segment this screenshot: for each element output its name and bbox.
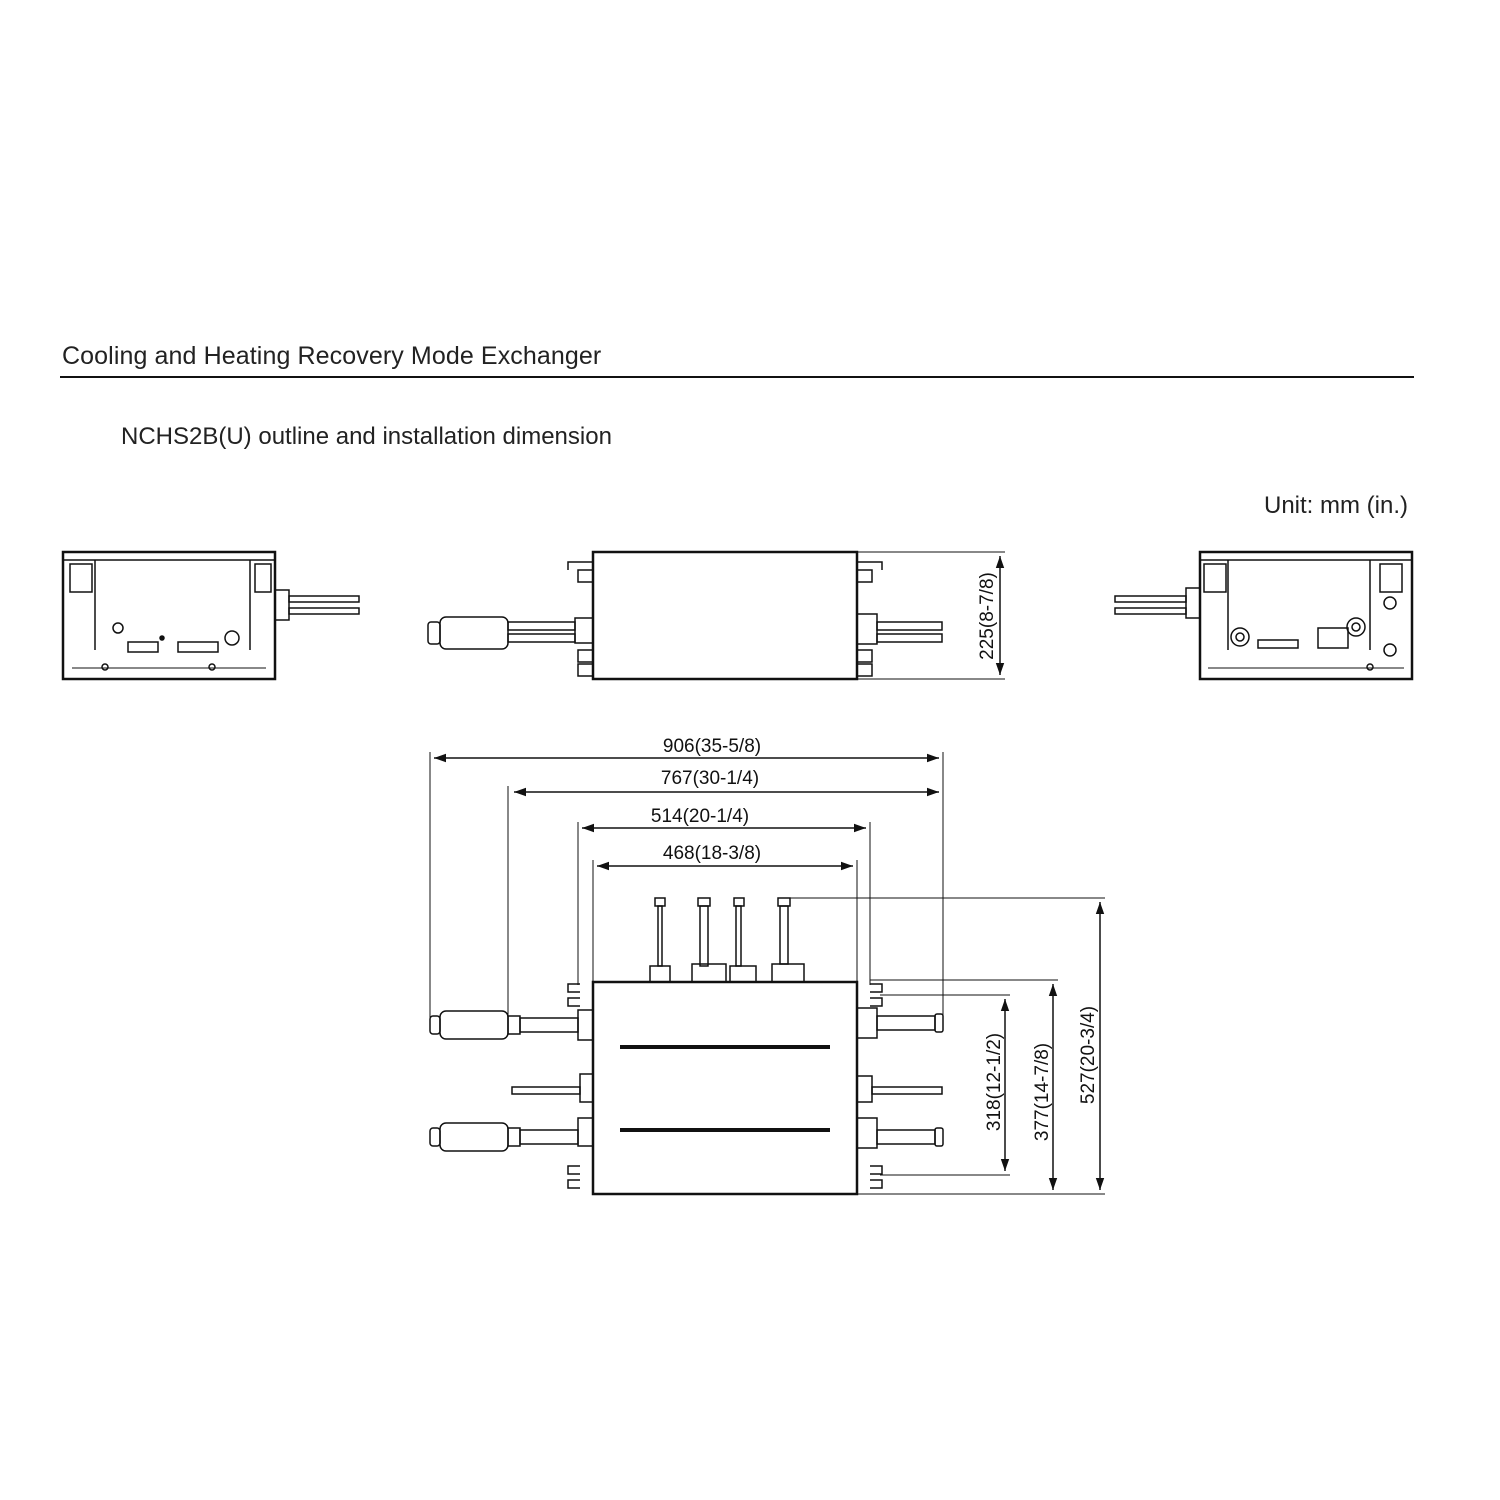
dim-767-label: 767(30-1/4) [661, 768, 759, 789]
horizontal-dimensions [429, 752, 944, 1030]
dim-height-label: 225(8-7/8) [977, 572, 998, 660]
dim-468-label: 468(18-3/8) [663, 843, 761, 864]
left-side-view [61, 550, 360, 681]
top-view [429, 897, 944, 1196]
title-underline [60, 376, 1414, 378]
vertical-dimensions [790, 897, 1105, 1195]
dim-527-label: 527(20-3/4) [1078, 1006, 1099, 1104]
unit-label: Unit: mm (in.) [1264, 492, 1408, 519]
dim-318-label: 318(12-1/2) [984, 1033, 1005, 1131]
drawing-subtitle: NCHS2B(U) outline and installation dimen… [121, 423, 612, 450]
page-title: Cooling and Heating Recovery Mode Exchan… [62, 342, 602, 370]
right-side-view [1114, 550, 1414, 681]
front-view [427, 550, 1005, 681]
dim-514-label: 514(20-1/4) [651, 806, 749, 827]
dim-906-label: 906(35-5/8) [663, 736, 761, 757]
dim-377-label: 377(14-7/8) [1032, 1043, 1053, 1141]
